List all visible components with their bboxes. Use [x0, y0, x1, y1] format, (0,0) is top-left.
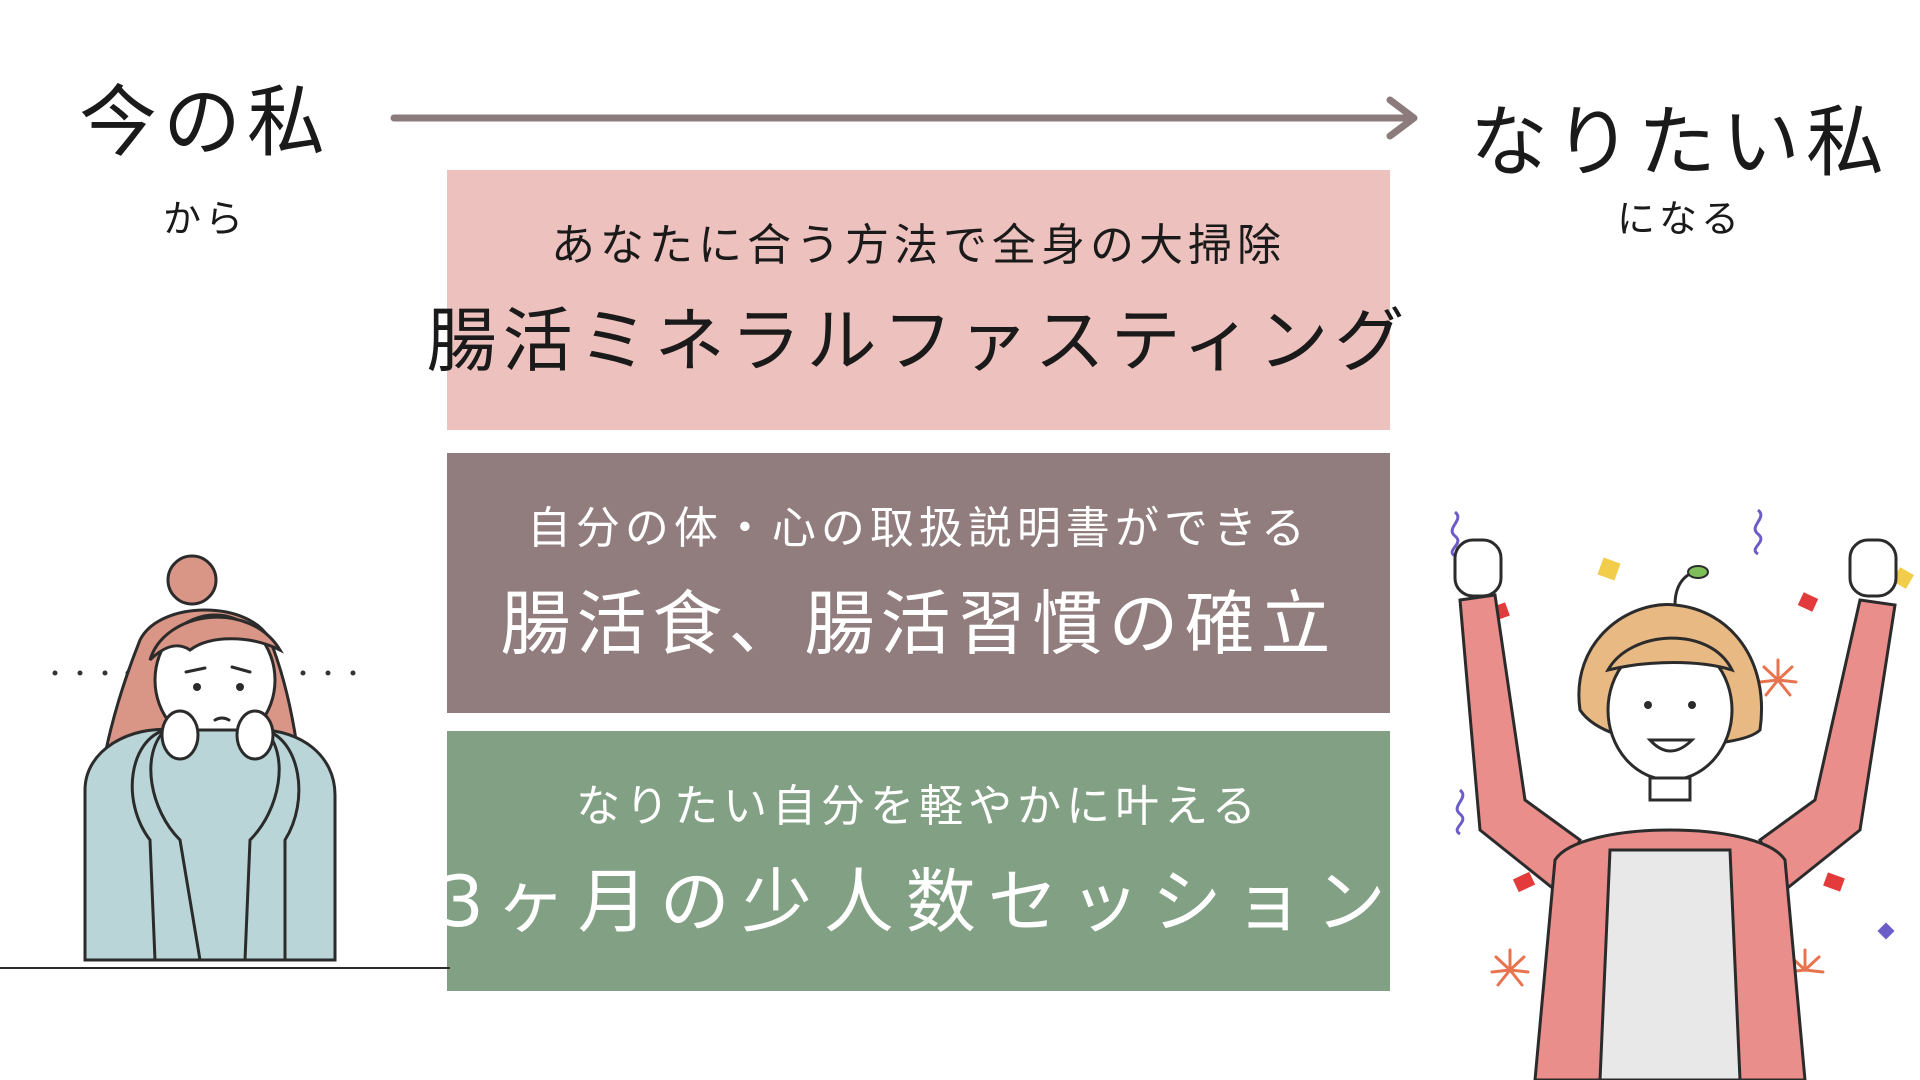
from-title: 今の私 — [78, 78, 331, 168]
progress-arrow-icon — [390, 96, 1418, 140]
to-subtitle: になる — [1616, 197, 1743, 241]
step-panel-session: なりたい自分を軽やかに叶える 3ヶ月の少人数セッション — [439, 731, 1390, 991]
to-title: なりたい私 — [1470, 98, 1891, 188]
step-subtitle: なりたい自分を軽やかに叶える — [576, 781, 1261, 832]
step-subtitle: 自分の体・心の取扱説明書ができる — [526, 503, 1311, 554]
celebrating-woman-icon — [1450, 508, 1914, 1080]
step-subtitle: あなたに合う方法で全身の大掃除 — [551, 220, 1286, 271]
step-panel-habits: 自分の体・心の取扱説明書ができる 腸活食、腸活習慣の確立 — [447, 453, 1390, 713]
step-panel-fasting: あなたに合う方法で全身の大掃除 腸活ミネラルファスティング — [427, 170, 1404, 430]
step-title: 腸活食、腸活習慣の確立 — [500, 583, 1337, 665]
from-subtitle: から — [162, 197, 247, 241]
step-title: 3ヶ月の少人数セッション — [439, 861, 1398, 943]
step-title: 腸活ミネラルファスティング — [426, 300, 1411, 382]
thinking-woman-icon — [0, 554, 450, 969]
